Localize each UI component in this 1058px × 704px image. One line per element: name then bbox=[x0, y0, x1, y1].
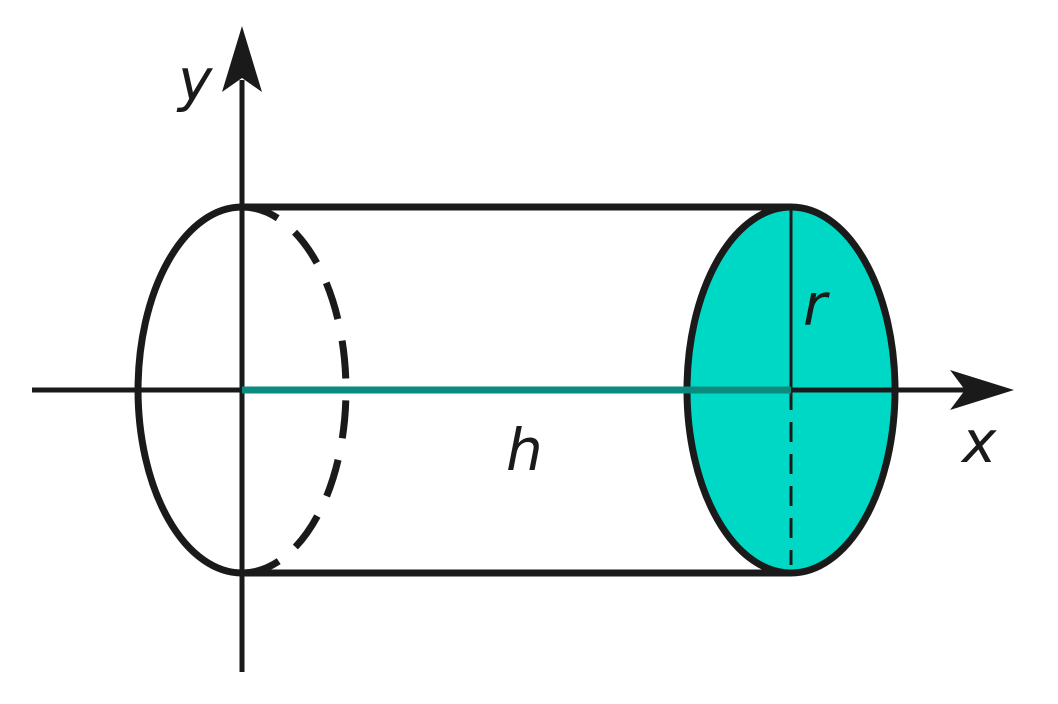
x-axis-arrow bbox=[950, 370, 1014, 410]
y-axis-label: y bbox=[176, 46, 213, 114]
y-axis-arrow bbox=[222, 26, 262, 92]
x-axis-label: x bbox=[960, 408, 997, 476]
radius-label: r bbox=[803, 271, 830, 339]
height-label: h bbox=[506, 416, 543, 484]
